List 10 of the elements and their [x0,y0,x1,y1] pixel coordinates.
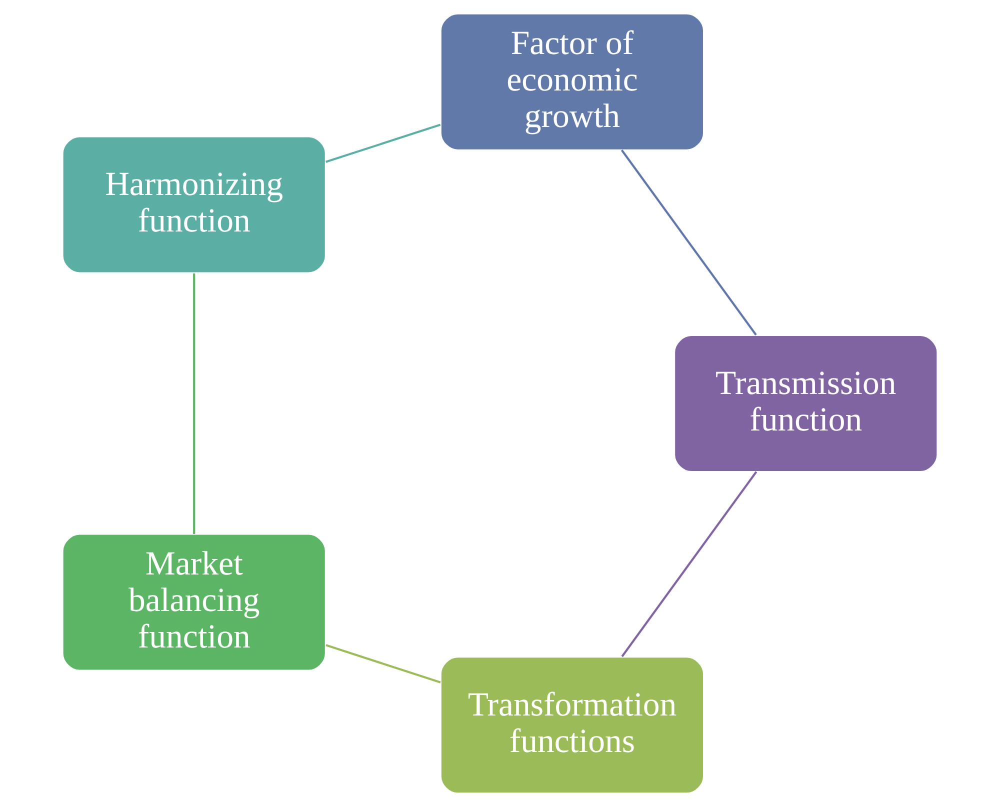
node-box: Market balancing function [61,533,326,672]
node-box: Factor of economic growth [440,12,704,151]
connector [325,644,440,684]
node-box: Transmission function [673,334,938,472]
node-box: Transformation functions [440,656,704,794]
connector [620,149,756,336]
connector [620,471,757,658]
connector [192,274,195,534]
connector [325,124,440,163]
node-box: Harmonizing function [61,136,326,274]
